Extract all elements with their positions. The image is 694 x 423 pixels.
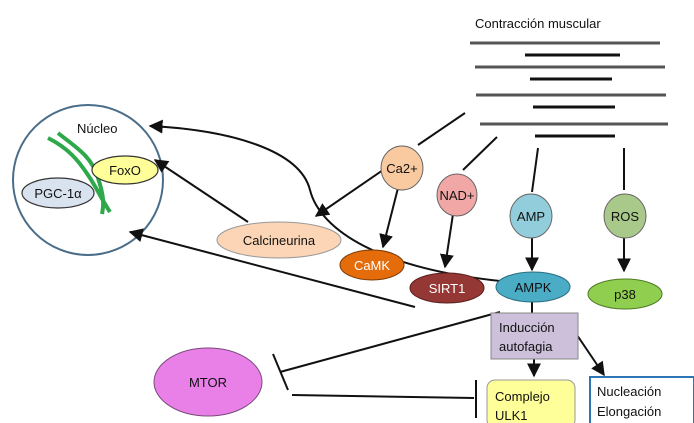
ampk-node bbox=[495, 271, 571, 303]
arrow-nad-to-sirt1 bbox=[439, 213, 454, 269]
arrow-ca2-to-calcineurin bbox=[314, 169, 384, 217]
arrow-ca2-to-camk bbox=[379, 187, 399, 249]
connector-lines bbox=[128, 112, 631, 418]
sirt1-label: SIRT1 bbox=[429, 281, 466, 296]
ca2-node bbox=[380, 145, 424, 191]
nucleation-box bbox=[589, 376, 694, 423]
camk-node bbox=[339, 249, 405, 281]
camk-label: CaMK bbox=[354, 258, 390, 273]
ulk1-label-line1: Complejo bbox=[495, 389, 550, 404]
nucleation-label: Nucleación bbox=[597, 384, 661, 399]
ulk1-box bbox=[486, 379, 576, 423]
ampk-label: AMPK bbox=[515, 280, 552, 295]
autophagy-label-line1: Inducción bbox=[499, 320, 555, 335]
p38-node bbox=[587, 278, 663, 310]
amp-node bbox=[509, 193, 553, 239]
nucleus: Núcleo FoxO PGC-1α bbox=[12, 104, 164, 256]
p38-label: p38 bbox=[614, 287, 636, 302]
inhibition-bar-mtor bbox=[272, 353, 289, 391]
foxo-label: FoxO bbox=[109, 163, 141, 178]
sarcomere-graphic bbox=[470, 41, 668, 138]
calcineurin-node bbox=[216, 221, 342, 259]
nucleus-label: Núcleo bbox=[77, 121, 117, 136]
calcineurin-label: Calcineurina bbox=[243, 233, 316, 248]
autophagy-box bbox=[490, 312, 579, 360]
ulk1-label-line2: ULK1 bbox=[495, 408, 528, 423]
ros-label: ROS bbox=[611, 209, 640, 224]
line-contraction-to-amp bbox=[531, 147, 539, 193]
sirt1-node bbox=[409, 272, 485, 304]
ros-node bbox=[603, 193, 647, 239]
contraction-label: Contracción muscular bbox=[475, 16, 601, 31]
mtor-label: MTOR bbox=[189, 375, 227, 390]
line-contraction-to-nad bbox=[462, 136, 498, 171]
line-contraction-to-ca2 bbox=[417, 112, 466, 146]
elongation-label: Elongación bbox=[597, 404, 661, 419]
nad-label: NAD+ bbox=[439, 188, 474, 203]
inhibition-mtor-to-ulk1 bbox=[291, 394, 475, 399]
mtor-node bbox=[153, 347, 263, 417]
arrow-ampk-to-nucleus-curve bbox=[148, 119, 511, 283]
arrow-sirt1-to-nucleus bbox=[128, 228, 416, 308]
ca2-label: Ca2+ bbox=[386, 161, 417, 176]
inhibition-ampk-to-mtor bbox=[279, 311, 501, 373]
amp-label: AMP bbox=[517, 209, 545, 224]
pgc1a-label: PGC-1α bbox=[34, 186, 82, 201]
arrow-autophagy-to-nucleation bbox=[576, 334, 605, 377]
autophagy-label-line2: autofagia bbox=[499, 339, 553, 354]
arrow-calcineurin-to-nucleus bbox=[153, 159, 249, 223]
nad-node bbox=[436, 173, 478, 217]
pgc1a-node bbox=[21, 177, 95, 209]
